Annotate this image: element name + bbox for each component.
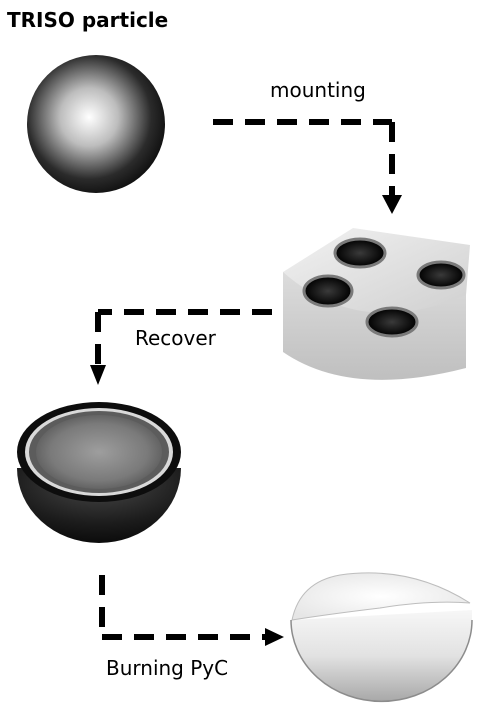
- mounted-particle: [367, 308, 417, 336]
- arrow-recover-head: [90, 365, 106, 385]
- label-recover: Recover: [135, 326, 216, 350]
- arrow-burning: [102, 575, 265, 637]
- arrow-burning-head: [265, 628, 284, 646]
- mounting-block: [283, 228, 470, 380]
- label-burning-pyc: Burning PyC: [106, 656, 228, 680]
- title-triso-particle: TRISO particle: [7, 8, 168, 32]
- mounted-particle: [304, 276, 352, 306]
- remaining-shell: [291, 573, 472, 701]
- arrow-mounting-head: [382, 195, 402, 214]
- arrow-mounting: [213, 122, 392, 195]
- mounted-particle: [418, 262, 464, 288]
- triso-particle-sphere: [27, 55, 165, 193]
- sectioned-particle: [17, 402, 181, 543]
- label-mounting: mounting: [270, 78, 366, 102]
- mounted-particle: [335, 239, 385, 267]
